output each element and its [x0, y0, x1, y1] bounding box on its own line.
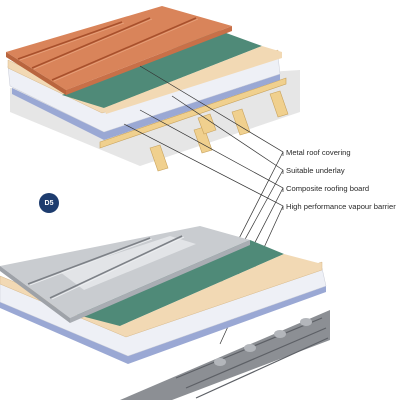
steel-side-edge: [70, 240, 250, 323]
top-roof-assembly: [6, 6, 300, 172]
label-composite-roofing-board: Composite roofing board: [286, 184, 370, 193]
copper-side-edge: [66, 26, 232, 95]
steel-front-edge: [0, 266, 70, 323]
underlay-layer-lower: [66, 240, 284, 326]
vapour-barrier-layer-lower: [0, 286, 326, 364]
copper-front-edge: [6, 52, 66, 95]
underlay-layer: [62, 30, 262, 108]
label-suitable-underlay: Suitable underlay: [286, 166, 345, 175]
bottom-roof-assembly: [0, 226, 330, 400]
board-surface: [104, 46, 282, 114]
vapour-barrier-layer: [12, 74, 280, 140]
edge-batten: [99, 77, 287, 149]
label-metal-roof-covering: Metal roof covering: [286, 148, 351, 157]
steel-standing-seams: [27, 235, 183, 299]
board-surface-lower: [120, 254, 322, 332]
copper-standing-seams: [17, 17, 197, 81]
diagram-badge: D5: [39, 193, 59, 213]
label-vapour-barrier: High performance vapour barrier: [286, 202, 396, 211]
